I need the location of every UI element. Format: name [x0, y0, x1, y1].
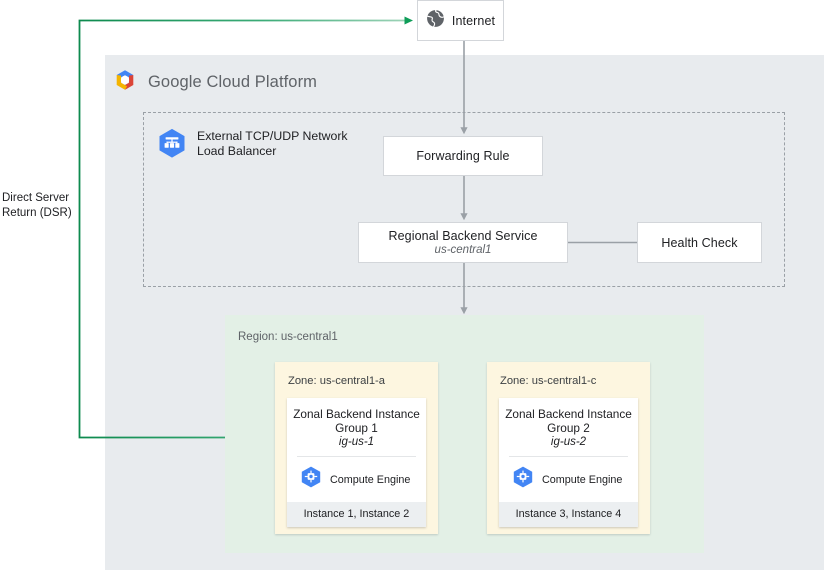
- forwarding-rule-label: Forwarding Rule: [416, 149, 510, 163]
- instance-group-title: Zonal Backend Instance Group 1: [293, 407, 420, 435]
- divider: [297, 456, 416, 457]
- divider: [509, 456, 628, 457]
- instance-list: Instance 3, Instance 4: [499, 502, 638, 527]
- zone-container-us-central1-c: Zone: us-central1-c Zonal Backend Instan…: [487, 362, 650, 534]
- dsr-label: Direct Server Return (DSR): [2, 192, 72, 219]
- google-cloud-hexagon-logo-icon: [112, 67, 138, 98]
- gcp-title-bold: Google: [148, 73, 202, 91]
- gcp-title: Google Cloud Platform: [148, 73, 317, 92]
- globe-icon: [426, 8, 445, 33]
- network-load-balancer-icon: [158, 128, 186, 163]
- compute-engine-label: Compute Engine: [330, 473, 411, 486]
- instance-list: Instance 1, Instance 2: [287, 502, 426, 527]
- instance-group-card-1: Zonal Backend Instance Group 1 ig-us-1: [287, 398, 426, 527]
- internet-label: Internet: [451, 13, 496, 28]
- region-label: Region: us-central1: [238, 331, 338, 343]
- internet-box: Internet: [417, 0, 504, 41]
- zone-label: Zone: us-central1-a: [288, 375, 386, 387]
- compute-engine-label: Compute Engine: [542, 473, 623, 486]
- gcp-title-light: Cloud Platform: [201, 73, 318, 91]
- instance-group-name: ig-us-1: [338, 436, 375, 448]
- instance-group-header: Zonal Backend Instance Group 1 ig-us-1: [287, 398, 426, 456]
- instance-group-header: Zonal Backend Instance Group 2 ig-us-2: [499, 398, 638, 456]
- forwarding-rule-box: Forwarding Rule: [383, 136, 543, 176]
- zone-label: Zone: us-central1-c: [500, 375, 597, 387]
- zone-container-us-central1-a: Zone: us-central1-a Zonal Backend Instan…: [275, 362, 438, 534]
- gcp-brand: Google Cloud Platform: [112, 67, 317, 98]
- compute-engine-icon: [301, 466, 321, 493]
- compute-engine-icon: [513, 466, 533, 493]
- backend-service-box: Regional Backend Service us-central1: [358, 222, 568, 263]
- load-balancer-badge: External TCP/UDP Network Load Balancer: [158, 128, 367, 163]
- instance-group-card-2: Zonal Backend Instance Group 2 ig-us-2: [499, 398, 638, 527]
- backend-service-label: Regional Backend Service: [388, 229, 538, 243]
- compute-engine-row: Compute Engine: [287, 457, 426, 502]
- instance-group-name: ig-us-2: [550, 436, 587, 448]
- health-check-box: Health Check: [637, 222, 762, 263]
- health-check-label: Health Check: [661, 235, 738, 250]
- instance-group-title: Zonal Backend Instance Group 2: [505, 407, 632, 435]
- backend-service-region: us-central1: [434, 244, 492, 256]
- compute-engine-row: Compute Engine: [499, 457, 638, 502]
- load-balancer-label: External TCP/UDP Network Load Balancer: [197, 129, 348, 158]
